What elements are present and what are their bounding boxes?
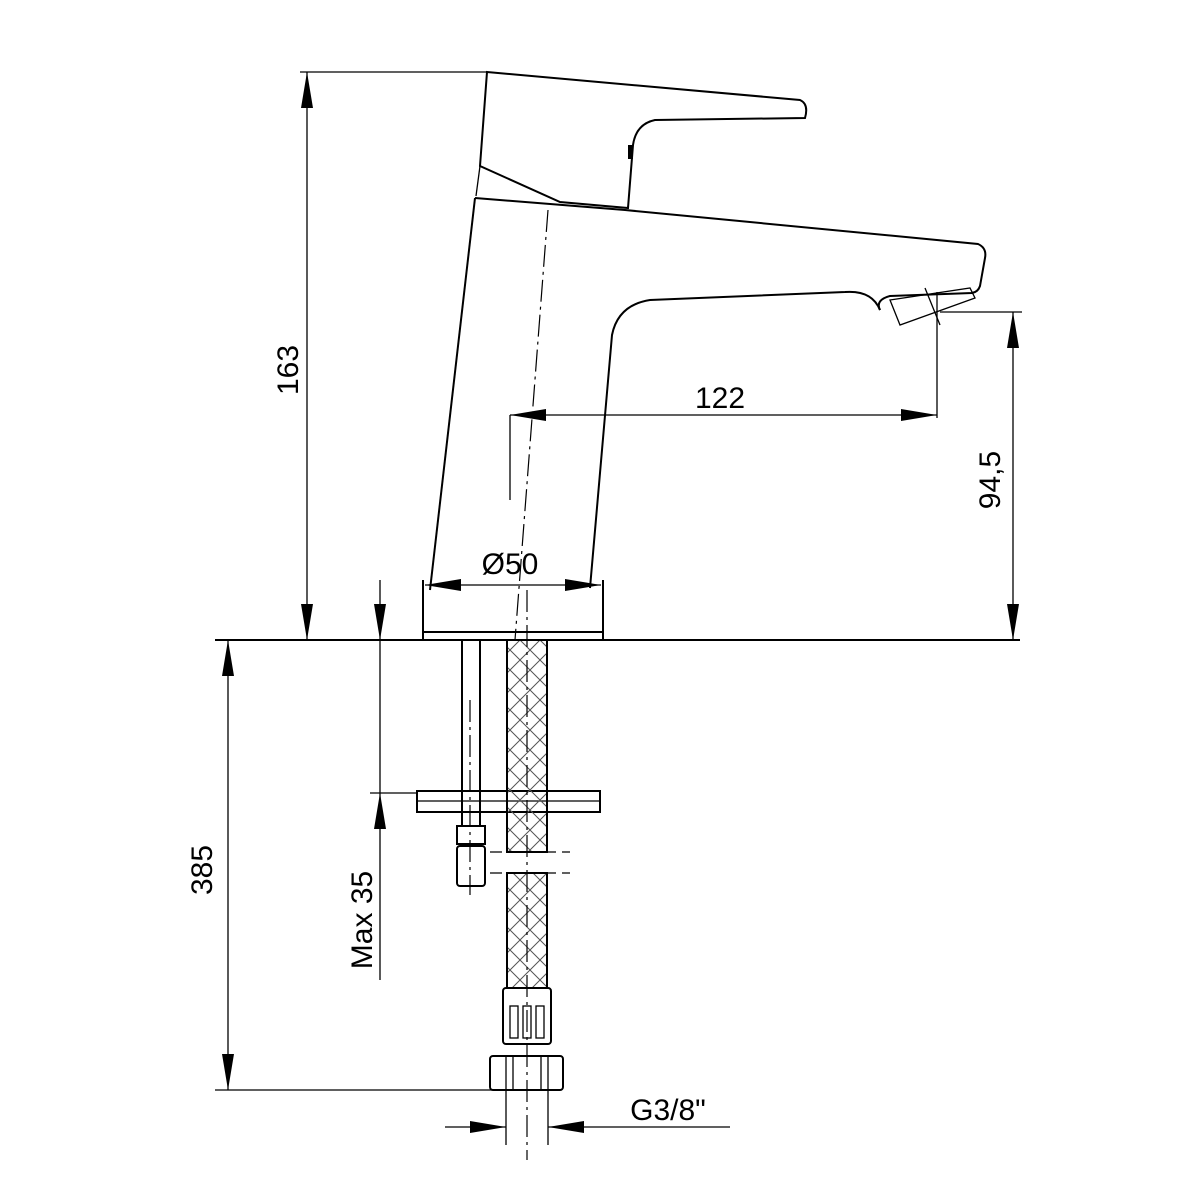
label-spout-reach: 122 <box>695 382 745 415</box>
faucet-body <box>429 197 987 641</box>
dimension-max-deck-thickness: Max 35 <box>346 580 417 980</box>
dimension-spout-height: 94,5 <box>940 311 1022 640</box>
dimension-spout-reach: 122 <box>509 292 938 500</box>
label-max-deck-thickness: Max 35 <box>346 871 379 969</box>
dimension-base-diameter: Ø50 <box>425 548 601 591</box>
label-total-height: 163 <box>272 345 305 395</box>
dimension-total-height: 163 <box>272 71 487 640</box>
label-connection-thread: G3/8" <box>630 1094 706 1127</box>
label-base-diameter: Ø50 <box>482 548 539 581</box>
fixing-rod <box>456 640 486 887</box>
flexible-hose <box>469 590 570 1160</box>
faucet-base <box>422 580 604 640</box>
label-spout-height: 94,5 <box>974 451 1007 509</box>
dimension-hose-length: 385 <box>186 640 495 1091</box>
lever-handle <box>475 70 808 210</box>
dimension-connection-thread: G3/8" <box>445 1090 730 1145</box>
label-hose-length: 385 <box>186 845 219 895</box>
